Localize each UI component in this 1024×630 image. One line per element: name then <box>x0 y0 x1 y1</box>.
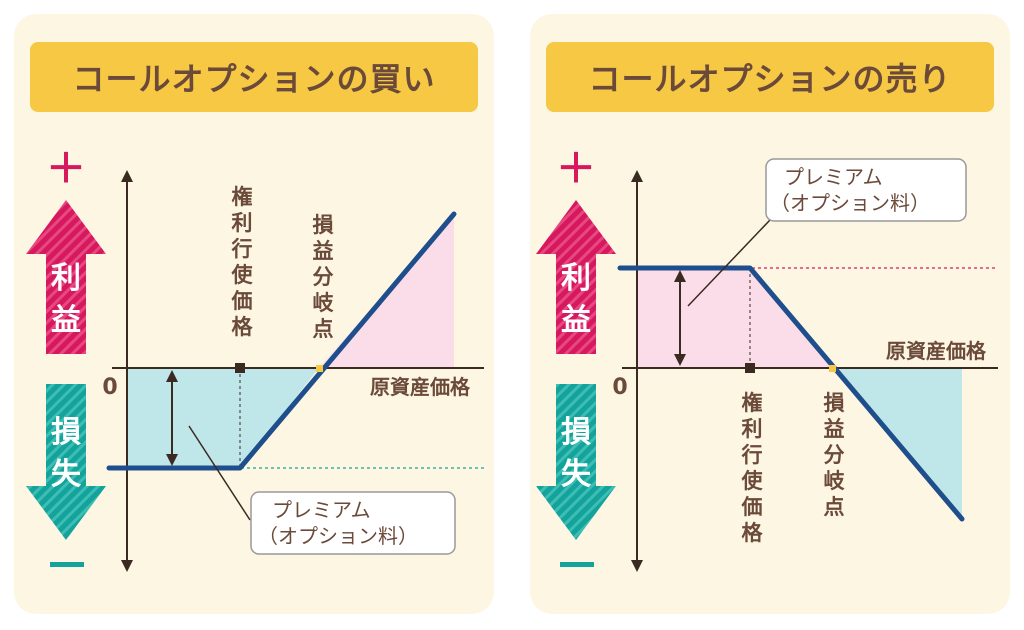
panel-call-buy: コールオプションの買い ＋ 利 益 損 失 <box>14 14 494 614</box>
svg-text:点: 点 <box>824 495 845 519</box>
payoff-line <box>617 265 965 522</box>
payoff-diagram: ＋ 利 益 損 失 0 原資産価格 権 利 行 使 価 格 <box>26 146 484 572</box>
x-axis-label: 原資産価格 <box>886 339 987 363</box>
premium-callout <box>765 158 967 222</box>
minus-sign <box>50 562 84 567</box>
payoff-diagram: ＋ 利 益 損 失 0 原資産価格 権 利 行 使 価 格 損 <box>536 146 998 572</box>
loss-char-1: 損 <box>561 415 591 450</box>
strike-label: 権 利 行 使 価 格 <box>741 391 764 545</box>
loss-char-1: 損 <box>51 415 81 450</box>
callout-line-2: （オプション料） <box>258 524 418 548</box>
strike-label: 権 利 行 使 価 格 <box>231 185 254 339</box>
svg-text:益: 益 <box>313 239 334 263</box>
svg-text:使: 使 <box>231 263 254 287</box>
profit-area <box>637 268 832 368</box>
payoff-line <box>106 211 457 471</box>
svg-text:行: 行 <box>741 443 763 467</box>
profit-char-2: 益 <box>561 303 591 338</box>
loss-arrow <box>26 384 106 540</box>
minus-sign <box>560 562 594 567</box>
panel-title: コールオプションの売り <box>546 42 994 112</box>
loss-arrow <box>536 384 616 540</box>
breakeven-marker <box>316 365 323 372</box>
svg-text:分: 分 <box>824 443 845 467</box>
zero-label: 0 <box>612 375 627 400</box>
svg-text:価: 価 <box>231 289 253 313</box>
loss-area <box>127 368 319 468</box>
breakeven-label: 損 益 分 岐 点 <box>313 213 335 341</box>
plus-sign: ＋ <box>556 146 596 192</box>
strike-marker <box>745 363 755 373</box>
svg-text:格: 格 <box>742 521 764 545</box>
premium-callout <box>250 491 456 555</box>
x-axis-label: 原資産価格 <box>370 375 471 399</box>
panel-title: コールオプションの買い <box>30 42 478 112</box>
svg-text:損: 損 <box>313 213 335 237</box>
svg-text:格: 格 <box>232 315 254 339</box>
svg-text:使: 使 <box>741 469 764 493</box>
panel-call-sell: コールオプションの売り ＋ 利 益 損 失 0 原資産価格 <box>530 14 1010 614</box>
svg-text:岐: 岐 <box>313 291 335 315</box>
profit-arrow <box>26 200 106 354</box>
svg-text:利: 利 <box>232 211 253 235</box>
svg-text:益: 益 <box>824 417 845 441</box>
svg-text:分: 分 <box>313 265 334 289</box>
zero-label: 0 <box>102 375 117 400</box>
breakeven-marker <box>829 365 836 372</box>
svg-text:損: 損 <box>824 391 846 415</box>
profit-char-2: 益 <box>51 303 81 338</box>
loss-char-2: 失 <box>51 457 82 492</box>
svg-text:行: 行 <box>231 237 253 261</box>
svg-text:点: 点 <box>313 317 334 341</box>
profit-arrow <box>536 200 616 354</box>
loss-char-2: 失 <box>561 457 592 492</box>
callout-line-1: プレミアム <box>784 165 883 189</box>
svg-text:利: 利 <box>742 417 763 441</box>
callout-line-2: （オプション料） <box>770 191 930 215</box>
callout-line-1: プレミアム <box>272 498 371 522</box>
strike-marker <box>235 363 245 373</box>
svg-text:価: 価 <box>741 495 763 519</box>
profit-char-1: 利 <box>51 261 81 296</box>
svg-text:権: 権 <box>742 391 763 415</box>
breakeven-label: 損 益 分 岐 点 <box>824 391 846 519</box>
plus-sign: ＋ <box>46 146 86 192</box>
profit-char-1: 利 <box>561 261 591 296</box>
svg-text:権: 権 <box>232 185 253 209</box>
svg-text:岐: 岐 <box>824 469 846 493</box>
